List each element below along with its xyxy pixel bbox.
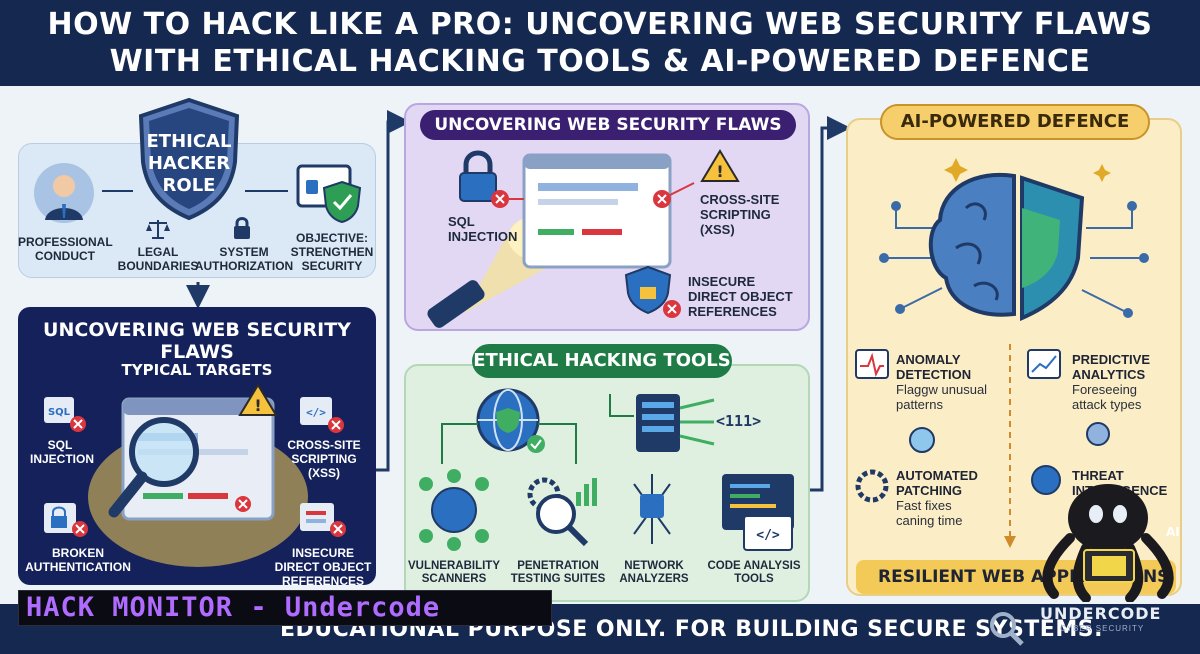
tools-art: </>: [419, 388, 794, 551]
svg-text:AI: AI: [1166, 525, 1180, 539]
title-line-2: WITH ETHICAL HACKING TOOLS & AI-POWERED …: [109, 44, 1091, 79]
tool-code-analysis: CODE ANALYSIS TOOLS: [707, 560, 801, 585]
ethics-connectors: [102, 190, 288, 192]
svg-text:!: !: [254, 396, 261, 415]
watermark-box: [18, 590, 552, 626]
svg-text:</>: </>: [756, 528, 780, 543]
ethics-item-authorization: SYSTEM AUTHORIZATION: [194, 245, 294, 273]
ethics-item-conduct: PROFESSIONAL CONDUCT: [18, 235, 113, 263]
mid-flaw-idor: INSECURE DIRECT OBJECT REFERENCES: [688, 274, 793, 319]
left-flaws-subtitle: TYPICAL TARGETS: [121, 361, 273, 379]
scales-icon: [146, 220, 170, 239]
title-line-1: HOW TO HACK LIKE A PRO: UNCOVERING WEB S…: [47, 7, 1153, 42]
left-target-auth: BROKEN AUTHENTICATION: [25, 546, 131, 574]
watermark-text: HACK MONITOR - Undercode: [26, 592, 441, 623]
shield-icon: [138, 97, 240, 221]
arrow-mid-to-ai: [810, 116, 851, 492]
tools-code-glyph: <111>: [716, 412, 762, 430]
ethics-item-objective: OBJECTIVE: STRENGTHEN SECURITY: [290, 231, 374, 273]
ethics-shield-label: ETHICAL HACKER ROLE: [146, 131, 232, 196]
person-icon: [34, 163, 94, 223]
ai-art: [855, 158, 1149, 548]
ethics-item-legal: LEGAL BOUNDARIES: [117, 245, 199, 273]
octopus-hacker-icon: AI: [1042, 484, 1180, 602]
mid-flaw-xss: CROSS-SITE SCRIPTING (XSS): [700, 192, 780, 237]
padlock-icon: [234, 217, 250, 239]
tools-title: ETHICAL HACKING TOOLS: [472, 344, 732, 378]
tool-vuln-scanners: VULNERABILITY SCANNERS: [408, 560, 500, 585]
ai-automated-patching: AUTOMATED PATCHING Fast fixes caning tim…: [896, 468, 978, 528]
left-target-sql: SQL INJECTION: [30, 438, 95, 466]
ai-predictive-analytics: PREDICTIVE ANALYTICS Foreseeing attack t…: [1072, 352, 1151, 412]
svg-text:SQL: SQL: [48, 407, 71, 418]
undercode-logo-sub: CYBER SECURITY: [1060, 624, 1145, 633]
monitor-shield-icon: [296, 164, 362, 224]
left-target-xss: CROSS-SITE SCRIPTING (XSS): [287, 438, 361, 480]
left-flaws-title: UNCOVERING WEB SECURITY FLAWS: [43, 319, 351, 363]
mid-flaw-sql: SQL INJECTION: [448, 214, 518, 244]
ai-title: AI-POWERED DEFENCE: [880, 104, 1150, 140]
tool-network-analyzers: NETWORK ANALYZERS: [619, 560, 689, 585]
magnifier-gear-icon: [990, 612, 1024, 646]
mid-flaws-art: !: [427, 149, 740, 328]
arrow-left-to-mid: [376, 110, 411, 472]
svg-text:!: !: [716, 162, 723, 181]
page-header: HOW TO HACK LIKE A PRO: UNCOVERING WEB S…: [0, 0, 1200, 86]
undercode-logo: UNDERCODE: [1040, 604, 1162, 623]
svg-text:</>: </>: [306, 406, 326, 419]
mid-flaws-title: UNCOVERING WEB SECURITY FLAWS: [420, 110, 796, 140]
left-flaws-art: ! SQL </>: [44, 383, 346, 567]
tool-pentest-suites: PENETRATION TESTING SUITES: [510, 560, 606, 585]
ai-anomaly-detection: ANOMALY DETECTION Flaggw unusual pattern…: [896, 352, 988, 412]
left-target-idor: INSECURE DIRECT OBJECT REFERENCES: [274, 546, 372, 588]
